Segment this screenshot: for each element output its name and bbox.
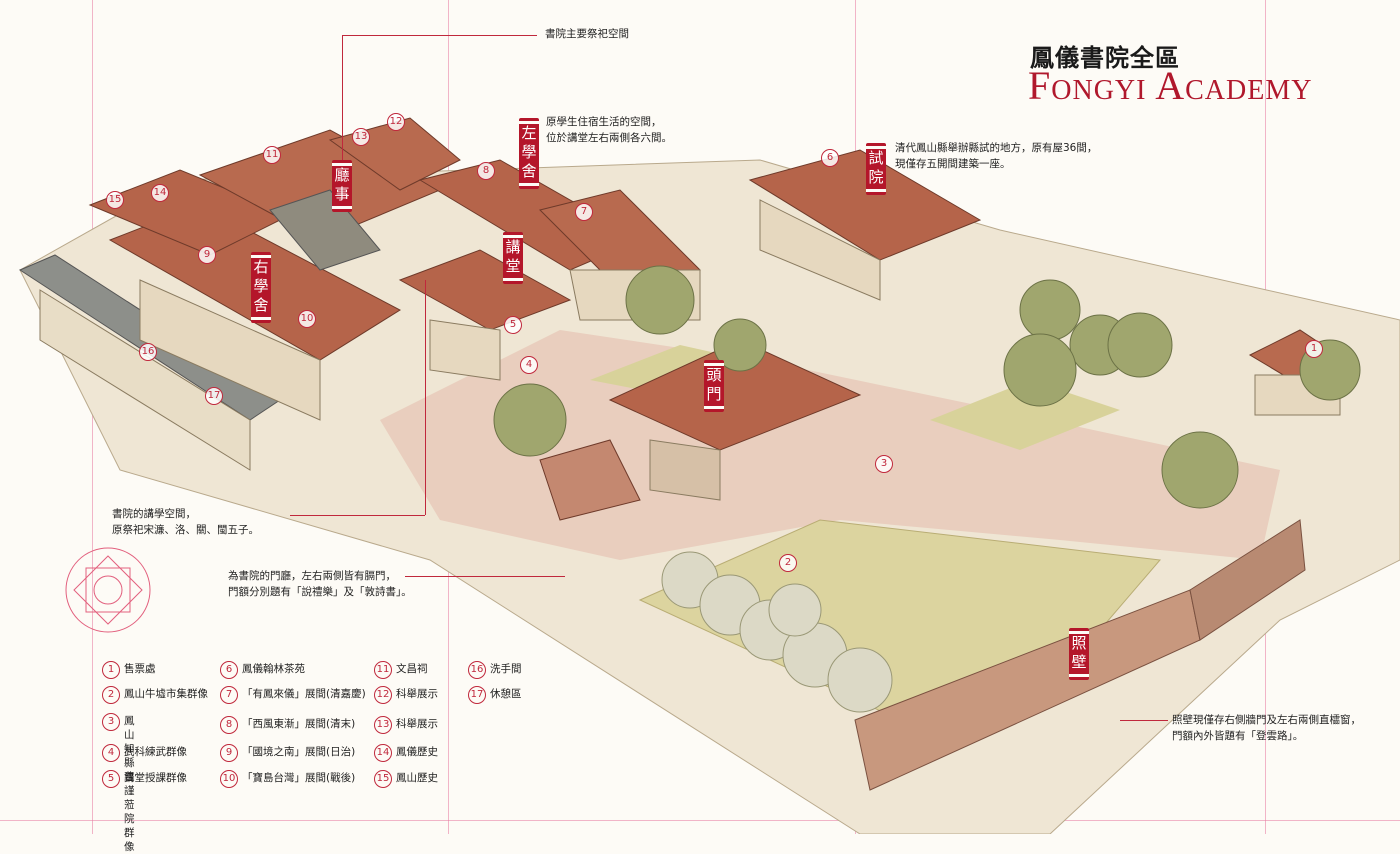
annotation-wall-2: 門額內外皆題有「登雲路」。 (1172, 730, 1304, 742)
annotation-lecture-2: 原祭祀宋濂、洛、關、閩五子。 (112, 524, 259, 536)
map-marker-14: 14 (151, 184, 169, 202)
legend-label: 休憩區 (490, 688, 522, 700)
legend-number: 13 (374, 716, 392, 734)
label-youxueshe: 右學舍 (251, 252, 271, 323)
legend-label: 鳳山牛墟市集群像 (124, 688, 208, 700)
legend-label: 鳳山歷史 (396, 772, 438, 784)
legend-number: 12 (374, 686, 392, 704)
map-marker-16: 16 (139, 343, 157, 361)
annotation-dorm-2: 位於講堂左右兩側各六間。 (546, 132, 672, 144)
legend-label: 武科練武群像 (124, 746, 187, 758)
legend-label: 「寶島台灣」展間(戰後) (242, 772, 356, 784)
label-shiyuan: 試院 (866, 143, 886, 195)
map-marker-11: 11 (263, 146, 281, 164)
title-english: Fongyi Academy (1028, 63, 1313, 108)
legend-number: 8 (220, 716, 238, 734)
leader-line (342, 35, 537, 36)
map-marker-1: 1 (1305, 340, 1323, 358)
annotation-exam-1: 清代鳳山縣舉辦縣試的地方，原有屋36間， (895, 142, 1098, 154)
legend-label: 科舉展示 (396, 718, 438, 730)
map-marker-2: 2 (779, 554, 797, 572)
title-chinese: 鳳儀書院全區 (1030, 43, 1180, 72)
leader-line (425, 280, 426, 515)
legend-number: 15 (374, 770, 392, 788)
legend-label: 鳳山知縣曹謹 蒞院群像 (124, 715, 135, 853)
map-marker-13: 13 (352, 128, 370, 146)
map-marker-8: 8 (477, 162, 495, 180)
academy-illustration (18, 117, 1400, 834)
legend-number: 14 (374, 744, 392, 762)
label-toumen: 頭門 (704, 360, 724, 412)
map-marker-10: 10 (298, 310, 316, 328)
legend-label: 鳳儀翰林茶苑 (242, 663, 305, 675)
legend-number: 6 (220, 661, 238, 679)
map-marker-15: 15 (106, 191, 124, 209)
map-marker-4: 4 (520, 356, 538, 374)
map-marker-3: 3 (875, 455, 893, 473)
legend-number: 17 (468, 686, 486, 704)
map-marker-5: 5 (504, 316, 522, 334)
legend-label: 鳳儀歷史 (396, 746, 438, 758)
label-tingshi: 廳事 (332, 160, 352, 212)
legend-number: 2 (102, 686, 120, 704)
map-marker-12: 12 (387, 113, 405, 131)
legend-label: 「國境之南」展間(日治) (242, 746, 356, 758)
legend-label: 科舉展示 (396, 688, 438, 700)
legend-label: 講堂授課群像 (124, 772, 187, 784)
label-zhaobi: 照壁 (1069, 628, 1089, 680)
legend-number: 7 (220, 686, 238, 704)
annotation-worship-space: 書院主要祭祀空間 (545, 28, 629, 40)
map-marker-6: 6 (821, 149, 839, 167)
legend-number: 10 (220, 770, 238, 788)
annotation-wall-1: 照壁現僅存右側牆門及左右兩側直櫺窗， (1172, 714, 1361, 726)
map-marker-7: 7 (575, 203, 593, 221)
leader-line (342, 35, 343, 160)
annotation-exam-2: 現僅存五開間建築一座。 (895, 158, 1011, 170)
legend-number: 11 (374, 661, 392, 679)
legend-label: 洗手間 (490, 663, 522, 675)
legend-label: 「西風東漸」展間(清末) (242, 718, 356, 730)
legend-number: 1 (102, 661, 120, 679)
legend-label: 「有鳳來儀」展間(清嘉慶) (242, 688, 366, 700)
legend-number: 16 (468, 661, 486, 679)
annotation-lecture-1: 書院的講學空間， (112, 508, 196, 520)
leader-line (405, 576, 565, 577)
annotation-gate-2: 門額分別題有「說禮樂」及「敦詩書」。 (228, 586, 412, 598)
leader-line (290, 515, 425, 516)
annotation-gate-1: 為書院的門廳，左右兩側皆有膈門， (228, 570, 396, 582)
guide-line (0, 820, 1400, 821)
annotation-dorm-1: 原學生住宿生活的空間， (546, 116, 662, 128)
legend-label: 售票處 (124, 663, 156, 675)
legend-number: 4 (102, 744, 120, 762)
map-marker-9: 9 (198, 246, 216, 264)
map-marker-17: 17 (205, 387, 223, 405)
guide-line (92, 0, 93, 834)
leader-line (1120, 720, 1168, 721)
label-zuoxueshe: 左學舍 (519, 118, 539, 189)
legend-number: 5 (102, 770, 120, 788)
label-jiangtang: 講堂 (503, 232, 523, 284)
legend-number: 3 (102, 713, 120, 731)
legend-number: 9 (220, 744, 238, 762)
legend-label: 文昌祠 (396, 663, 428, 675)
